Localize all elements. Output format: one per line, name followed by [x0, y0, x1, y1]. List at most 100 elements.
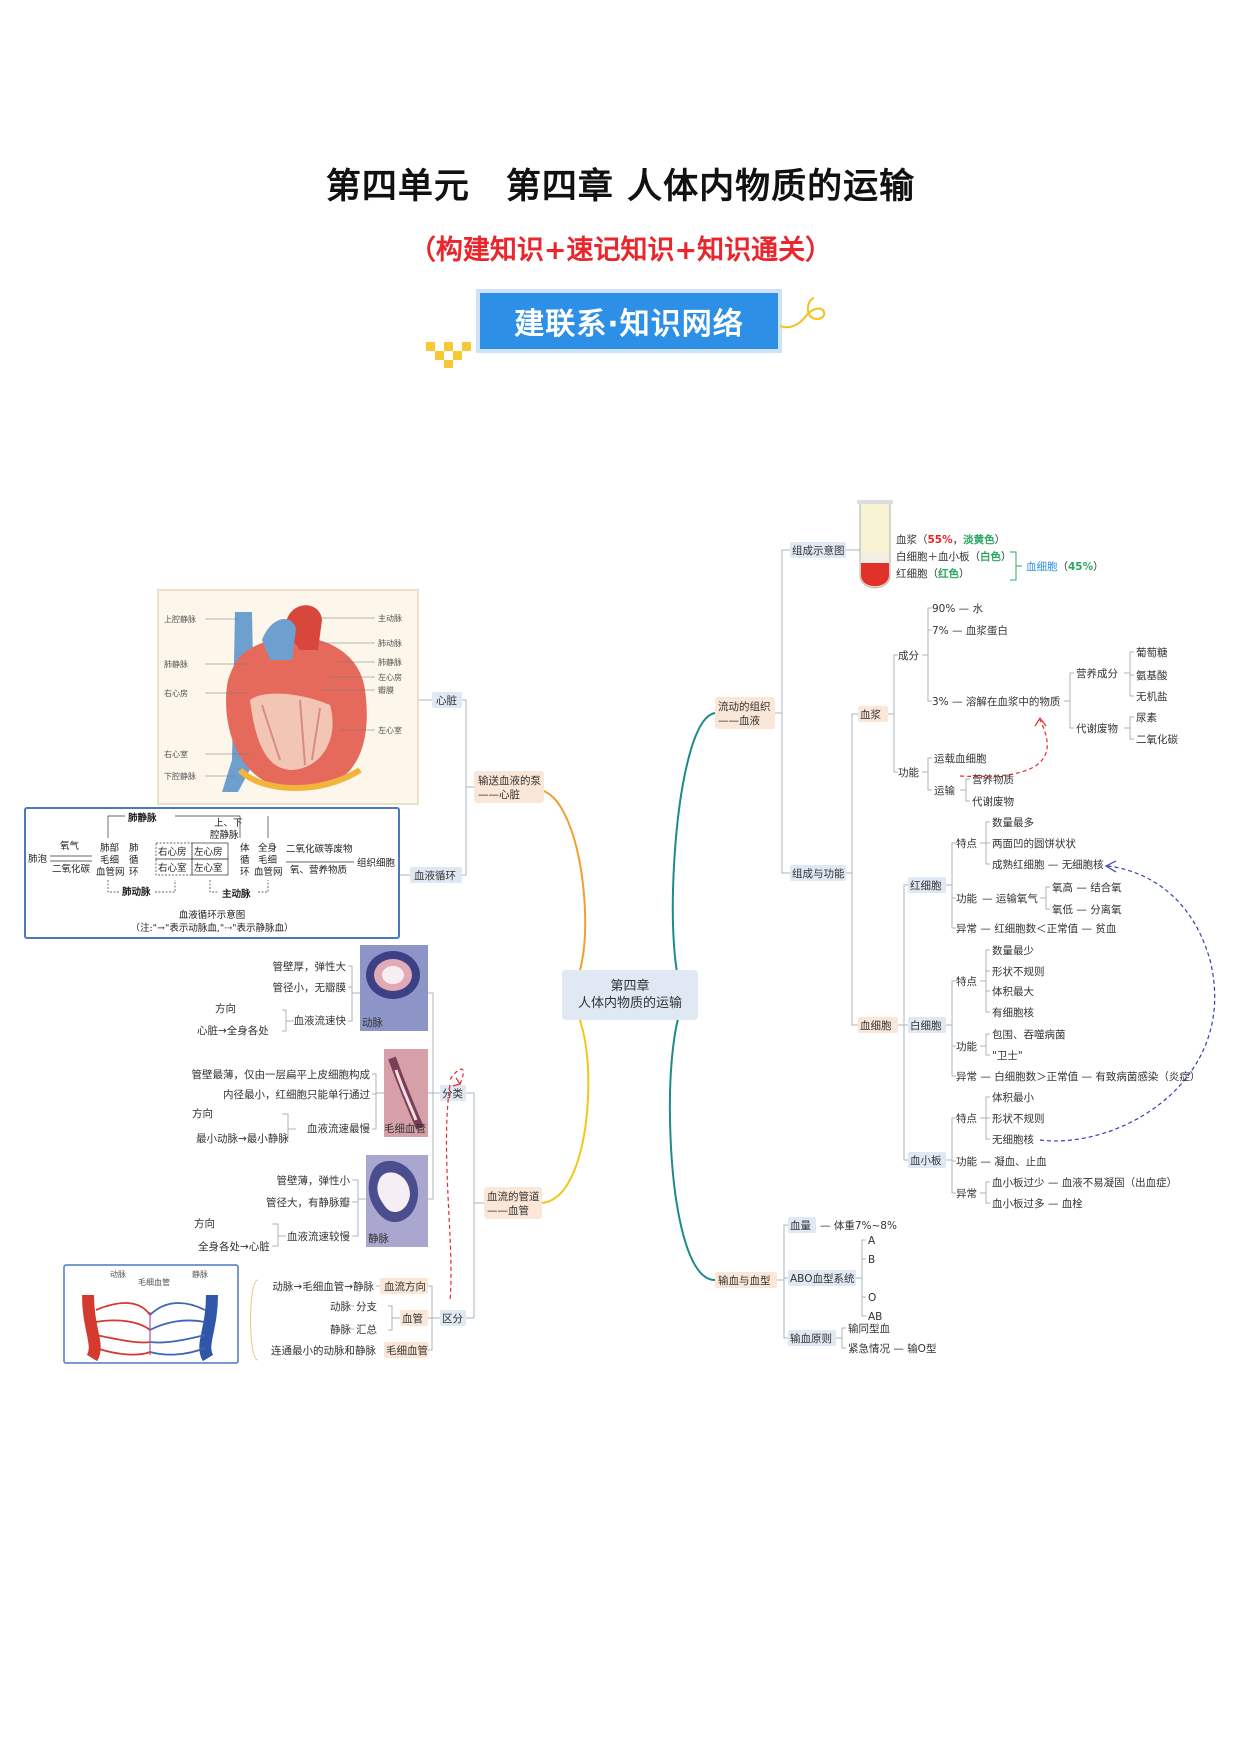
svg-text:（注:"→"表示动脉血,"⇢"表示静脉血）: （注:"→"表示动脉血,"⇢"表示静脉血） [130, 922, 293, 934]
svg-text:毛细血管: 毛细血管 [386, 1344, 428, 1357]
svg-text:血液流速最慢: 血液流速最慢 [307, 1122, 370, 1135]
svg-text:上腔静脉: 上腔静脉 [164, 614, 196, 624]
svg-text:血管: 血管 [402, 1312, 423, 1325]
svg-text:氧高 — 结合氧: 氧高 — 结合氧 [1052, 881, 1122, 894]
svg-text:血量: 血量 [790, 1219, 811, 1232]
svg-text:特点: 特点 [956, 1113, 977, 1125]
svg-text:肺部: 肺部 [100, 842, 119, 854]
svg-text:氨基酸: 氨基酸 [1136, 669, 1168, 682]
test-tube-illustration [857, 500, 893, 589]
mindmap: 第四章 人体内物质的运输 输送血液的泵 ——心脏 心脏 血液循环 [24, 500, 1216, 1364]
svg-text:无细胞核: 无细胞核 [992, 1133, 1034, 1146]
svg-text:功能 — 凝血、止血: 功能 — 凝血、止血 [956, 1155, 1047, 1168]
svg-text:方向: 方向 [192, 1107, 213, 1120]
svg-text:右心房: 右心房 [164, 688, 188, 698]
svg-text:成熟红细胞 — 无细胞核: 成熟红细胞 — 无细胞核 [992, 858, 1104, 871]
svg-text:血液循环: 血液循环 [414, 869, 456, 882]
svg-text:动脉: 动脉 [110, 1269, 126, 1279]
svg-text:葡萄糖: 葡萄糖 [1136, 646, 1168, 659]
svg-text:数量最多: 数量最多 [992, 816, 1034, 829]
svg-text:左心房: 左心房 [378, 672, 402, 682]
svg-text:营养物质: 营养物质 [972, 773, 1014, 786]
svg-text:全身各处→心脏: 全身各处→心脏 [198, 1240, 270, 1253]
svg-text:——心脏: ——心脏 [478, 788, 520, 801]
svg-text:动脉: 动脉 [362, 1016, 383, 1029]
svg-text:90% — 水: 90% — 水 [932, 603, 984, 615]
svg-text:动脉→毛细血管→静脉: 动脉→毛细血管→静脉 [272, 1280, 374, 1293]
svg-text:功能: 功能 [898, 766, 919, 779]
svg-text:代谢废物: 代谢废物 [1076, 722, 1118, 735]
svg-text:静脉: 静脉 [368, 1232, 389, 1245]
svg-text:二氧化碳: 二氧化碳 [1136, 733, 1178, 746]
transfusion-branch: 输血与血型 血量 — 体重7%~8% ABO血型系统 A B O AB 输血原则… [715, 1217, 936, 1355]
svg-text:血流方向: 血流方向 [384, 1280, 426, 1293]
svg-text:营养成分: 营养成分 [1076, 667, 1118, 680]
svg-text:肺泡: 肺泡 [28, 853, 48, 865]
svg-text:输送血液的泵: 输送血液的泵 [478, 774, 541, 787]
svg-text:紧急情况 — 输O型: 紧急情况 — 输O型 [848, 1342, 936, 1355]
svg-text:异常 — 白细胞数＞正常值 — 有致病菌感染（炎症）: 异常 — 白细胞数＞正常值 — 有致病菌感染（炎症） [956, 1070, 1200, 1083]
svg-text:毛细血管: 毛细血管 [138, 1277, 170, 1287]
vessel-network-illustration: 动脉 毛细血管 静脉 [63, 1264, 239, 1364]
svg-text:全身: 全身 [258, 842, 277, 854]
svg-text:"卫士": "卫士" [992, 1049, 1023, 1062]
svg-text:左心室: 左心室 [194, 862, 223, 874]
circulation-diagram: 肺静脉 肺泡 氧气 二氧化碳 肺部 毛细 血管网 肺 循 环 上、下 腔静脉 右… [24, 807, 400, 939]
svg-text:血小板过少 — 血液不易凝固（出血症）: 血小板过少 — 血液不易凝固（出血症） [992, 1176, 1177, 1189]
svg-text:血小板: 血小板 [910, 1154, 942, 1167]
svg-text:血液循环示意图: 血液循环示意图 [179, 909, 246, 921]
svg-text:右心室: 右心室 [158, 862, 187, 874]
svg-text:输同型血: 输同型血 [848, 1322, 890, 1335]
svg-text:第四章: 第四章 [610, 978, 649, 994]
svg-text:无机盐: 无机盐 [1136, 690, 1168, 703]
svg-text:管径大，有静脉瓣: 管径大，有静脉瓣 [266, 1196, 350, 1209]
section-banner: 建联系·知识网络 [476, 289, 782, 353]
svg-text:管径小，无瓣膜: 管径小，无瓣膜 [273, 981, 347, 994]
svg-text:成分: 成分 [898, 650, 919, 662]
svg-text:循: 循 [240, 854, 250, 866]
svg-text:体: 体 [240, 842, 250, 854]
svg-text:流动的组织: 流动的组织 [718, 700, 771, 713]
svg-text:方向: 方向 [215, 1002, 236, 1015]
svg-text:红细胞（红色）: 红细胞（红色） [896, 567, 970, 580]
svg-text:二氧化碳等废物: 二氧化碳等废物 [286, 843, 353, 855]
svg-text:人体内物质的运输: 人体内物质的运输 [578, 995, 682, 1011]
svg-text:两面凹的圆饼状状: 两面凹的圆饼状状 [992, 837, 1076, 850]
svg-text:心脏→全身各处: 心脏→全身各处 [197, 1024, 269, 1037]
svg-text:上、下: 上、下 [214, 818, 243, 829]
svg-text:功能: 功能 [956, 892, 977, 905]
svg-text:3% — 溶解在血浆中的物质: 3% — 溶解在血浆中的物质 [932, 695, 1060, 708]
svg-text:最小动脉→最小静脉: 最小动脉→最小静脉 [196, 1132, 289, 1145]
svg-text:运输: 运输 [934, 784, 955, 797]
svg-text:分支: 分支 [356, 1301, 377, 1313]
svg-text:A: A [868, 1235, 876, 1247]
svg-text:肺动脉: 肺动脉 [121, 886, 151, 898]
svg-text:白细胞: 白细胞 [910, 1019, 942, 1032]
svg-text:尿素: 尿素 [1136, 711, 1157, 724]
svg-text:左心房: 左心房 [194, 846, 223, 858]
svg-text:组成与功能: 组成与功能 [792, 867, 845, 880]
page-subtitle: （构建知识+速记知识+知识通关） [408, 235, 833, 266]
svg-text:毛细血管: 毛细血管 [384, 1122, 426, 1135]
svg-text:包围、吞噬病菌: 包围、吞噬病菌 [992, 1028, 1066, 1041]
svg-text:左心室: 左心室 [378, 725, 402, 735]
svg-text:氧低 — 分离氧: 氧低 — 分离氧 [1052, 903, 1122, 916]
svg-text:血细胞: 血细胞 [860, 1019, 892, 1032]
svg-text:O: O [868, 1292, 876, 1304]
svg-text:血流的管道: 血流的管道 [487, 1190, 540, 1203]
svg-text:——血管: ——血管 [487, 1204, 529, 1217]
svg-text:血浆（55%，淡黄色）: 血浆（55%，淡黄色） [896, 533, 1005, 546]
swirl-decoration [779, 297, 826, 329]
svg-text:主动脉: 主动脉 [378, 613, 402, 623]
svg-text:血管网: 血管网 [254, 866, 283, 878]
svg-text:红细胞: 红细胞 [910, 879, 942, 892]
vein-node: 静脉 管壁薄，弹性小 管径大，有静脉瓣 血液流速较慢 方向 全身各处→心脏 [194, 1155, 428, 1253]
svg-text:代谢废物: 代谢废物 [972, 795, 1014, 808]
svg-text:血液流速快: 血液流速快 [294, 1014, 347, 1027]
svg-text:肺动脉: 肺动脉 [378, 638, 402, 648]
checker-decoration [426, 342, 471, 368]
svg-text:内径最小，红细胞只能单行通过: 内径最小，红细胞只能单行通过 [223, 1088, 370, 1101]
svg-text:区分: 区分 [442, 1313, 463, 1325]
svg-text:肺: 肺 [129, 843, 139, 854]
svg-text:肺静脉: 肺静脉 [378, 657, 402, 667]
